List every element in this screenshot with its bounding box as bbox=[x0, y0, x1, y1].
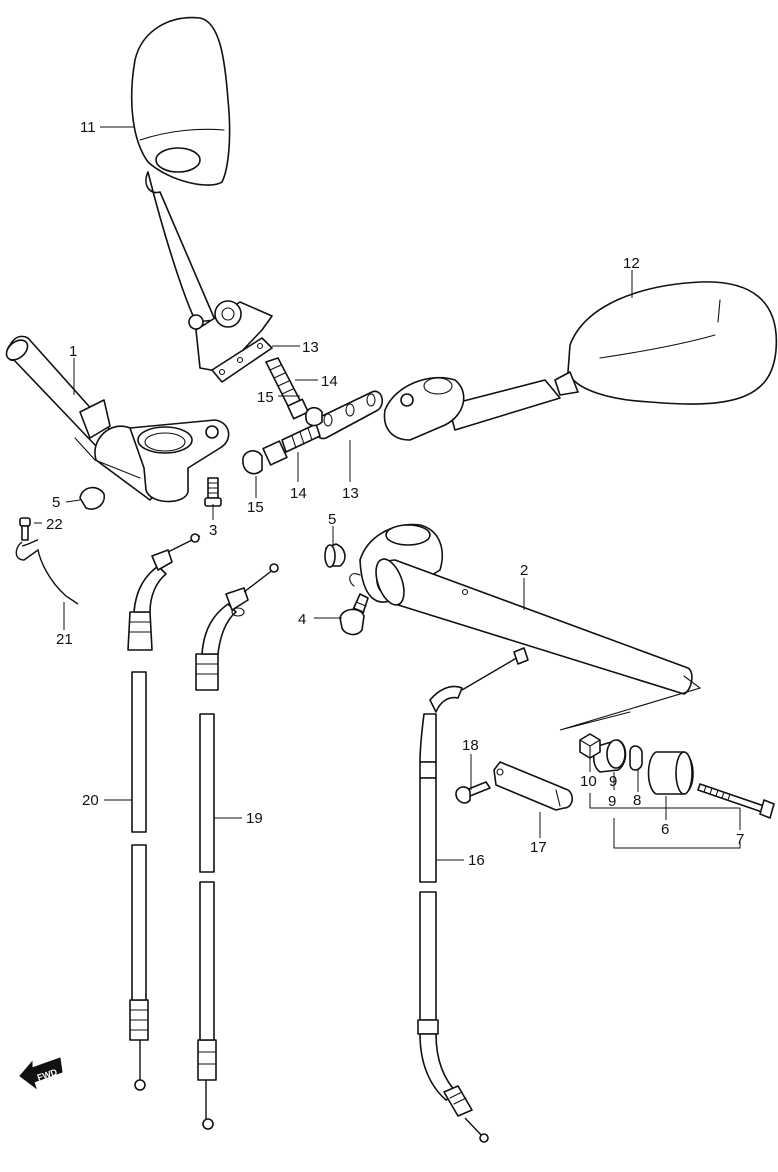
callout-labels: 11 12 1 13 14 15 14 15 13 5 3 5 22 2 4 2… bbox=[46, 119, 744, 869]
forward-direction-badge: FWD bbox=[19, 1057, 63, 1090]
callout-19: 19 bbox=[246, 810, 263, 827]
cap-5-left[interactable] bbox=[79, 486, 106, 510]
throttle-cable-19[interactable] bbox=[195, 563, 279, 1130]
callout-20: 20 bbox=[82, 792, 99, 809]
right-handlebar[interactable] bbox=[349, 523, 702, 731]
callout-1: 1 bbox=[69, 343, 77, 360]
left-mirror[interactable] bbox=[130, 16, 273, 373]
mirror-plate-lower[interactable] bbox=[313, 390, 384, 440]
callout-2: 2 bbox=[520, 562, 528, 579]
mirror-bolt-lower[interactable] bbox=[262, 423, 321, 466]
cable-clamp-21[interactable] bbox=[15, 539, 79, 605]
callout-14-lower: 14 bbox=[290, 485, 307, 502]
callout-9-bottom: 9 bbox=[608, 793, 616, 810]
mirror-plate-upper[interactable] bbox=[211, 337, 273, 383]
mirror-nut-upper[interactable] bbox=[305, 406, 323, 427]
left-handlebar[interactable] bbox=[3, 335, 230, 503]
callout-9-top: 9 bbox=[609, 773, 617, 790]
bar-end-bolt-7[interactable] bbox=[697, 783, 775, 819]
callout-18: 18 bbox=[462, 737, 479, 754]
screw-18[interactable] bbox=[455, 781, 491, 804]
mirror-bolt-upper[interactable] bbox=[265, 357, 310, 420]
mirror-nut-lower[interactable] bbox=[242, 450, 263, 475]
collar-8[interactable] bbox=[629, 745, 643, 771]
callout-16: 16 bbox=[468, 852, 485, 869]
callout-3: 3 bbox=[209, 522, 217, 539]
cable-bracket-17[interactable] bbox=[493, 761, 573, 811]
nut-10[interactable] bbox=[579, 733, 601, 759]
callout-5-left: 5 bbox=[52, 494, 60, 511]
callout-4: 4 bbox=[298, 611, 306, 628]
right-mirror[interactable] bbox=[383, 281, 778, 441]
leader-lines bbox=[34, 126, 741, 861]
callout-5-right: 5 bbox=[328, 511, 336, 528]
callout-6: 6 bbox=[661, 821, 669, 838]
bolt-4[interactable] bbox=[339, 593, 369, 636]
callout-8: 8 bbox=[633, 792, 641, 809]
callout-10: 10 bbox=[580, 773, 597, 790]
callout-7: 7 bbox=[736, 831, 744, 848]
callout-17: 17 bbox=[530, 839, 547, 856]
callout-13-upper: 13 bbox=[302, 339, 319, 356]
screw-22[interactable] bbox=[19, 517, 31, 541]
callout-14-upper: 14 bbox=[321, 373, 338, 390]
callout-13-lower: 13 bbox=[342, 485, 359, 502]
throttle-cable-20[interactable] bbox=[127, 533, 201, 1091]
cap-5-right[interactable] bbox=[324, 543, 346, 568]
callout-12: 12 bbox=[623, 255, 640, 272]
bar-end-weight-6[interactable] bbox=[647, 751, 694, 795]
screw-3[interactable] bbox=[204, 477, 222, 507]
callout-15-upper: 15 bbox=[257, 389, 274, 406]
callout-21: 21 bbox=[56, 631, 73, 648]
clutch-cable-16[interactable] bbox=[417, 647, 529, 1143]
callout-22: 22 bbox=[46, 516, 63, 533]
callout-15-lower: 15 bbox=[247, 499, 264, 516]
callout-11: 11 bbox=[80, 119, 96, 136]
